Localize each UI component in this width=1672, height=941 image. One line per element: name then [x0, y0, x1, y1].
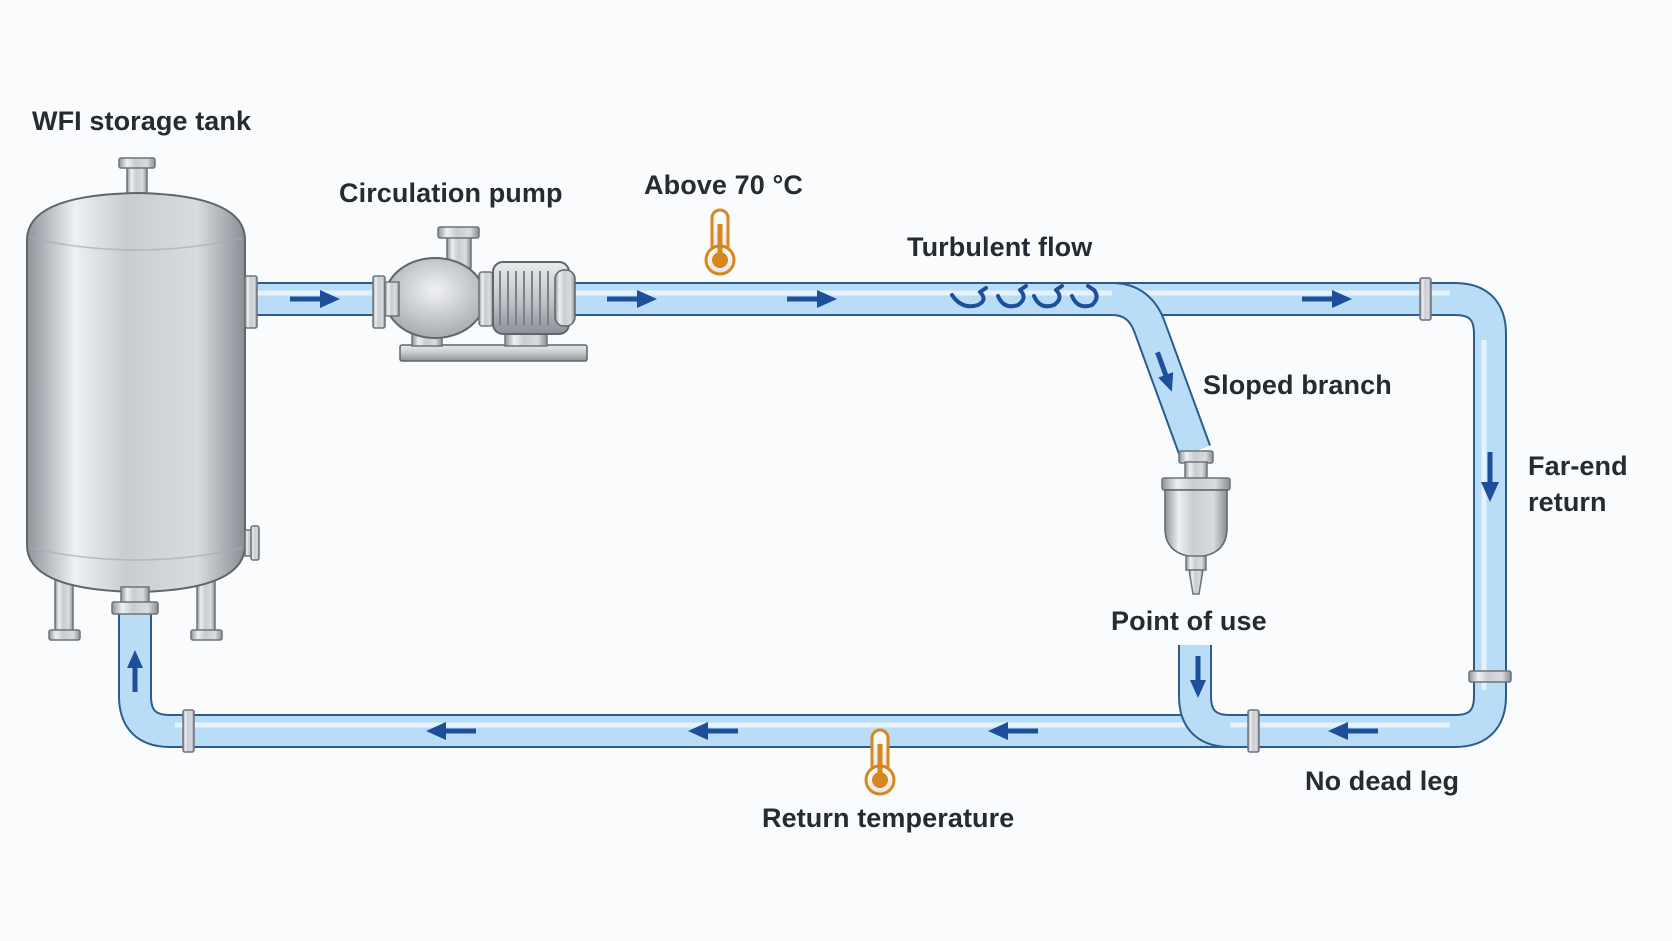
temperature-high-label: Above 70 °C [644, 170, 803, 200]
flow-arrow-icon [988, 722, 1038, 740]
far-end-return-line-2: return [1528, 487, 1607, 517]
no-dead-leg-label: No dead leg [1305, 766, 1460, 796]
coupling [1419, 277, 1432, 321]
flow-arrow-icon [1328, 722, 1378, 740]
point-of-use-label: Point of use [1111, 606, 1267, 636]
flow-arrow-icon [1190, 656, 1206, 698]
flow-arrow-icon [1155, 351, 1174, 392]
pipe-network [118, 282, 1507, 748]
coupling [182, 709, 195, 753]
flow-arrow-icon [787, 290, 837, 308]
turbulent-flow-label: Turbulent flow [907, 232, 1093, 262]
pump-label: Circulation pump [339, 178, 563, 208]
flow-arrow-icon [607, 290, 657, 308]
flow-arrow-icon [1481, 452, 1499, 502]
flow-arrow-icon [688, 722, 738, 740]
flow-arrow-icon [290, 290, 340, 308]
coupling [1468, 670, 1512, 683]
flow-arrow-icon [1302, 290, 1352, 308]
far-end-return-label: Far-end return [1528, 448, 1628, 520]
storage-tank-icon [26, 157, 260, 641]
sloped-branch-label: Sloped branch [1203, 370, 1392, 400]
thermometer-icon [864, 728, 896, 796]
flow-arrows [127, 290, 1499, 740]
thermometer-icon [704, 208, 736, 276]
centrifugal-pump-icon [372, 226, 588, 362]
pipe-couplings [182, 277, 1512, 753]
tank-label: WFI storage tank [32, 106, 252, 136]
flow-arrow-icon [426, 722, 476, 740]
turbulence-swirl-icon [950, 284, 1099, 309]
return-temperature-label: Return temperature [762, 803, 1015, 833]
coupling [1247, 709, 1260, 753]
flow-arrow-icon [127, 650, 143, 692]
point-of-use-valve-icon [1161, 450, 1231, 595]
far-end-return-line-1: Far-end [1528, 451, 1628, 481]
pipe-main-loop [118, 282, 1507, 748]
